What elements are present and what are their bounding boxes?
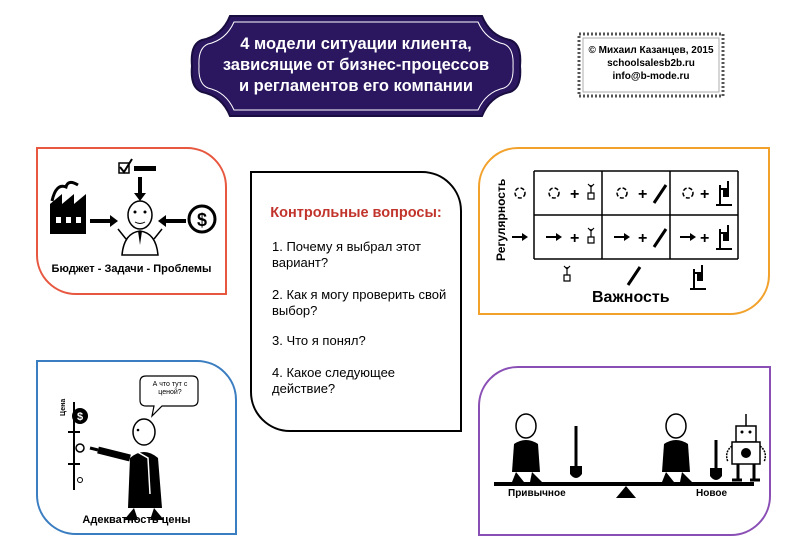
budget-tasks-problems-card: $ Бюджет - Задачи - Проблемы (36, 147, 227, 295)
question-3: 3. Что я понял? (272, 333, 366, 348)
page-title: 4 модели ситуации клиента, зависящие от … (190, 34, 522, 97)
y-axis-label: Регулярность (494, 178, 508, 261)
price-illustration: $ (68, 375, 199, 520)
habitual-label: Привычное (508, 488, 566, 499)
matrix-grid: + + + + + + (512, 170, 739, 290)
svg-text:+: + (570, 186, 579, 203)
credits-site: schoolsalesb2b.ru (607, 58, 695, 69)
client-person-icon (117, 200, 163, 256)
x-axis-label: Важность (592, 289, 670, 306)
question-2: 2. Как я могу проверить свой выбор? (272, 287, 447, 318)
bubble-text: А что тут с ценой? (152, 381, 188, 396)
new-label: Новое (696, 488, 728, 499)
svg-text:+: + (700, 230, 709, 247)
right-man-icon (662, 413, 692, 482)
svg-text:+: + (570, 230, 579, 247)
habitual-vs-new-card: Привычное Новое (478, 366, 771, 536)
title-line-2: зависящие от бизнес-процессов (222, 56, 490, 74)
speech-bubble (139, 375, 199, 418)
balance-illustration (494, 413, 767, 498)
budget-caption: Бюджет - Задачи - Проблемы (51, 263, 212, 275)
balance-beam (494, 482, 754, 486)
credits-author: © Михаил Казанцев, 2015 (588, 45, 714, 56)
pointing-man-icon (89, 418, 164, 520)
stamp-border (577, 32, 725, 98)
title-line-1: 4 модели ситуации клиента, (240, 35, 472, 53)
price-axis-label: Цена (60, 398, 67, 416)
svg-text:+: + (638, 230, 647, 247)
questions-title: Контрольные вопросы: (270, 205, 442, 221)
credits-stamp: © Михаил Казанцев, 2015 schoolsalesb2b.r… (577, 32, 725, 98)
svg-text:$: $ (77, 411, 83, 423)
price-caption: Адекватность цены (82, 514, 191, 526)
robot-icon (725, 414, 767, 482)
regularity-importance-matrix-card: + + + + + + Регулярность Важност (478, 147, 770, 315)
price-axis: $ (68, 402, 88, 490)
question-4: 4. Какое следующее действие? (272, 365, 396, 396)
checklist-icon (118, 158, 156, 174)
cycle-icon (514, 187, 526, 199)
dollar-coin-icon: $ (187, 204, 217, 234)
budget-illustration: $ (50, 158, 217, 256)
factory-icon (50, 180, 86, 234)
question-1: 1. Почему я выбрал этот вариант? (272, 239, 421, 270)
title-line-3: и регламентов его компании (238, 77, 474, 95)
price-adequacy-card: $ А что тут с ценой? Цена Адекватность ц… (36, 360, 237, 535)
control-questions-card: Контрольные вопросы: 1. Почему я выбрал … (250, 171, 462, 432)
title-banner: 4 модели ситуации клиента, зависящие от … (190, 14, 522, 118)
svg-text:+: + (638, 186, 647, 203)
left-man-icon (512, 413, 542, 482)
fulcrum (616, 486, 636, 498)
svg-text:+: + (700, 186, 709, 203)
svg-text:$: $ (197, 210, 207, 230)
banner-shape (190, 15, 522, 117)
credits-email: info@b-mode.ru (612, 71, 690, 82)
